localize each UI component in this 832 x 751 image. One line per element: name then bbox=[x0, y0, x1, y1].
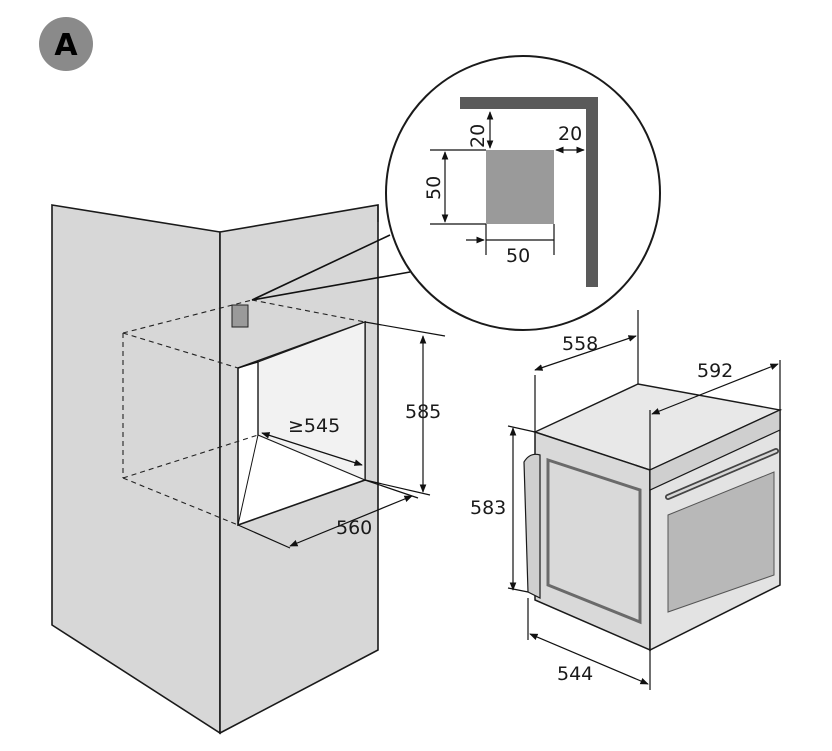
vent-width-label: 50 bbox=[506, 245, 530, 267]
oven-body-width-dimension: 544 bbox=[527, 598, 651, 690]
niche-height-dimension: 585 bbox=[364, 321, 446, 496]
oven-front-width-label: 592 bbox=[697, 360, 733, 382]
vent-height-label: 50 bbox=[423, 176, 445, 200]
niche-width-label: 560 bbox=[336, 517, 372, 539]
cabinet: ≥545 585 560 bbox=[51, 204, 446, 735]
niche-depth-label: ≥545 bbox=[288, 415, 340, 437]
vent-top-offset-label: 20 bbox=[467, 124, 489, 148]
oven-body-side bbox=[534, 430, 651, 652]
vent-width-dimension: 50 bbox=[466, 224, 555, 267]
niche-width-dimension: 560 bbox=[237, 479, 419, 549]
niche-height-label: 585 bbox=[405, 401, 441, 423]
oven: 558 592 583 544 bbox=[470, 310, 783, 690]
figure-badge-label: A bbox=[54, 28, 78, 63]
oven-front-height-dimension: 583 bbox=[470, 425, 536, 593]
figure-badge: A bbox=[39, 17, 93, 71]
niche-depth-dimension: ≥545 bbox=[261, 415, 363, 466]
oven-front-height-label: 583 bbox=[470, 497, 506, 519]
oven-side-flange bbox=[523, 453, 541, 599]
vent-side-offset-dimension: 20 bbox=[555, 123, 585, 154]
vent-top-offset-dimension: 20 bbox=[467, 111, 494, 149]
oven-depth-label: 558 bbox=[562, 333, 598, 355]
oven-side-frame bbox=[546, 457, 642, 625]
oven-depth-dimension: 558 bbox=[534, 310, 639, 432]
oven-front-width-dimension: 592 bbox=[649, 360, 781, 470]
vent-opening bbox=[231, 304, 249, 328]
vent-detail-callout: 20 20 50 50 bbox=[385, 55, 661, 331]
niche-dashed-outline bbox=[122, 299, 366, 526]
vent-height-dimension: 50 bbox=[423, 149, 486, 225]
cabinet-side-panel bbox=[51, 204, 221, 735]
oven-control-strip bbox=[649, 409, 781, 491]
vent-side-offset-label: 20 bbox=[558, 123, 582, 145]
oven-body-width-label: 544 bbox=[557, 663, 593, 685]
vent-square bbox=[486, 150, 554, 224]
callout-leader bbox=[251, 234, 411, 301]
oven-glass bbox=[667, 471, 775, 613]
